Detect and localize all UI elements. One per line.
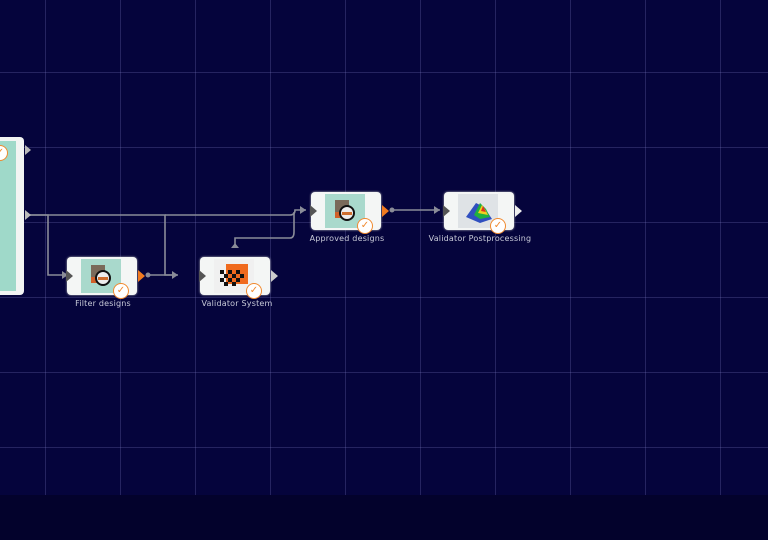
node-label: Filter designs [75, 299, 131, 308]
node-validator-postprocessing[interactable]: ✓ [443, 192, 522, 234]
node-approved-designs[interactable]: ✓ [310, 192, 389, 234]
node-label: Approved designs [309, 234, 385, 243]
node-label: Validator System [201, 299, 273, 308]
node-label: Validator Postprocessing [428, 234, 532, 243]
surface-plot-icon [458, 194, 498, 228]
input-port[interactable] [199, 270, 206, 282]
input-port[interactable] [443, 205, 450, 217]
workflow-canvas[interactable] [0, 0, 768, 495]
output-port[interactable] [271, 270, 278, 282]
source-node[interactable]: ✓ [0, 137, 31, 295]
check-icon: ✓ [113, 283, 129, 299]
canvas-footer [0, 495, 768, 540]
check-icon: ✓ [490, 218, 506, 234]
connection-to-approved [165, 209, 306, 216]
output-port-2[interactable] [25, 210, 31, 220]
source-node-body [0, 141, 16, 291]
output-port-1[interactable] [25, 145, 31, 155]
output-port[interactable] [382, 205, 389, 217]
checkerboard-icon [214, 259, 254, 293]
check-icon: ✓ [357, 218, 373, 234]
filter-icon [81, 259, 121, 293]
node-validator-system[interactable]: ✓ [199, 257, 278, 299]
node-filter-designs[interactable]: ✓ [66, 257, 145, 299]
connection-validator-approved [234, 212, 295, 245]
connection-source-filter [30, 214, 62, 276]
input-port[interactable] [310, 205, 317, 217]
check-icon: ✓ [246, 283, 262, 299]
input-port[interactable] [66, 270, 73, 282]
output-port[interactable] [515, 205, 522, 217]
output-port[interactable] [138, 270, 145, 282]
